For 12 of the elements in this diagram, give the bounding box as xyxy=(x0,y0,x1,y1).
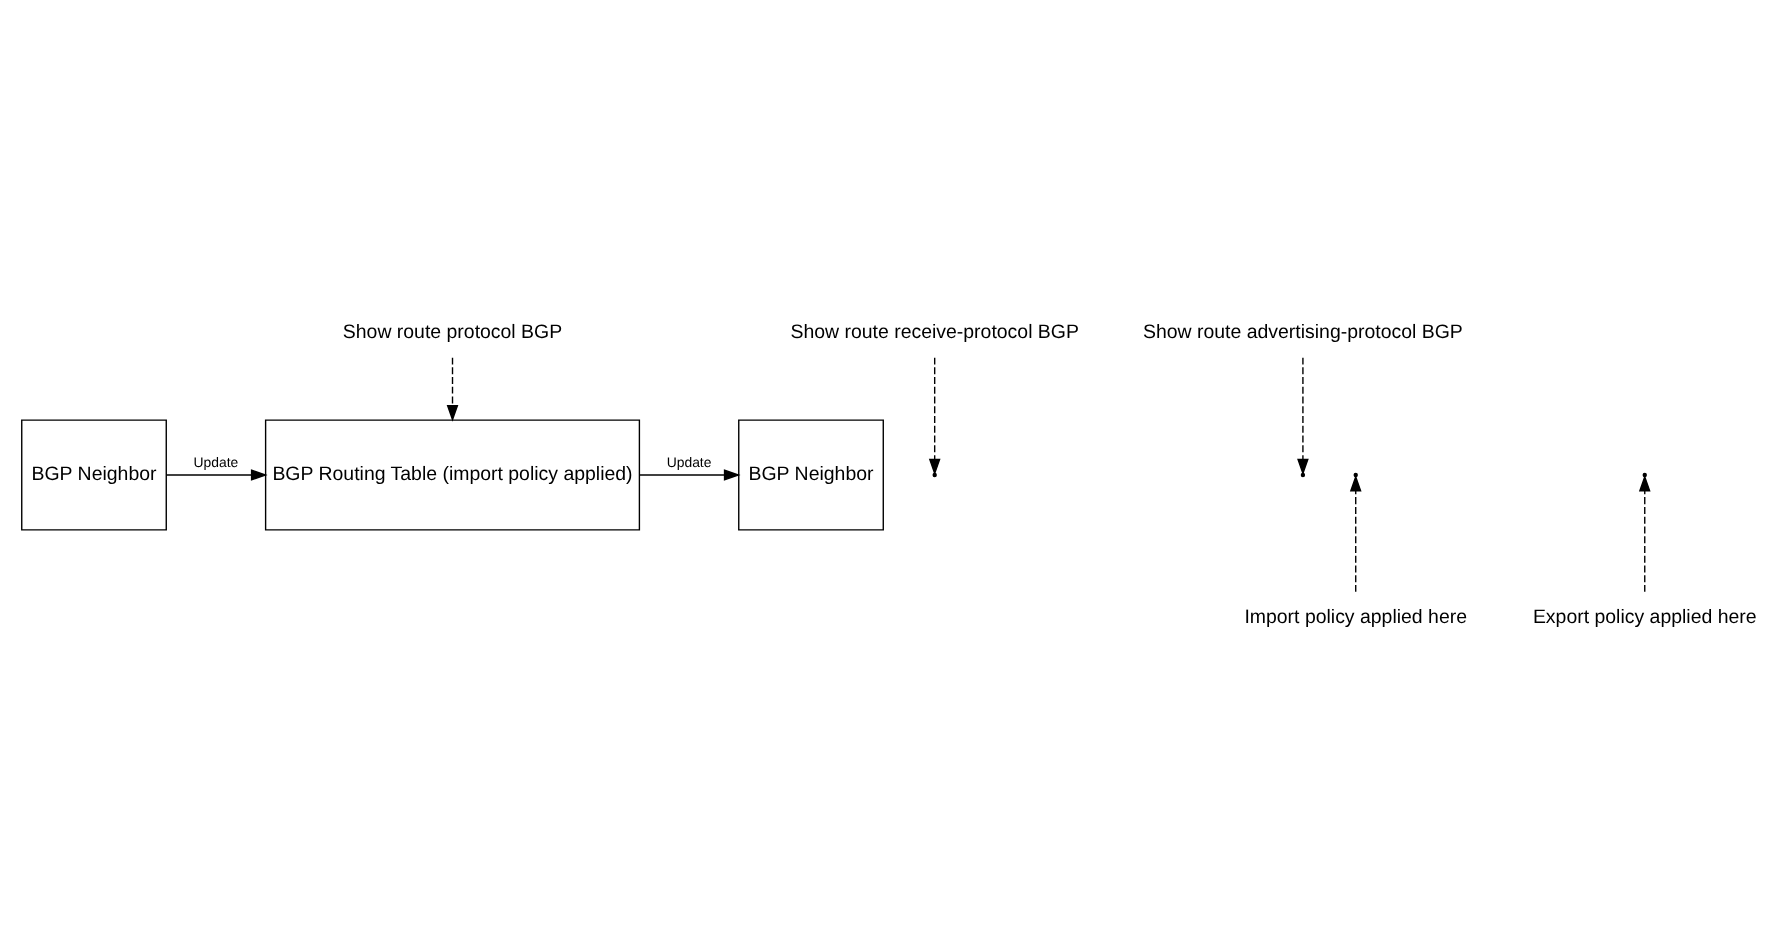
arrow xyxy=(165,469,268,481)
node-box: BGP Neighbor xyxy=(21,419,167,531)
node-text: Show route receive-protocol BGP xyxy=(790,321,1079,344)
node-text: Show route advertising-protocol BGP xyxy=(1143,321,1463,344)
node-text: Export policy applied here xyxy=(1532,606,1757,629)
node-box: BGP Neighbor xyxy=(738,419,884,531)
node-text: Show route protocol BGP xyxy=(342,321,563,344)
arrow xyxy=(1297,356,1309,476)
arrow xyxy=(446,356,459,422)
node-box: BGP Routing Table (import policy applied) xyxy=(264,419,641,531)
node-text: Import policy applied here xyxy=(1244,606,1468,629)
arrow xyxy=(638,469,741,481)
